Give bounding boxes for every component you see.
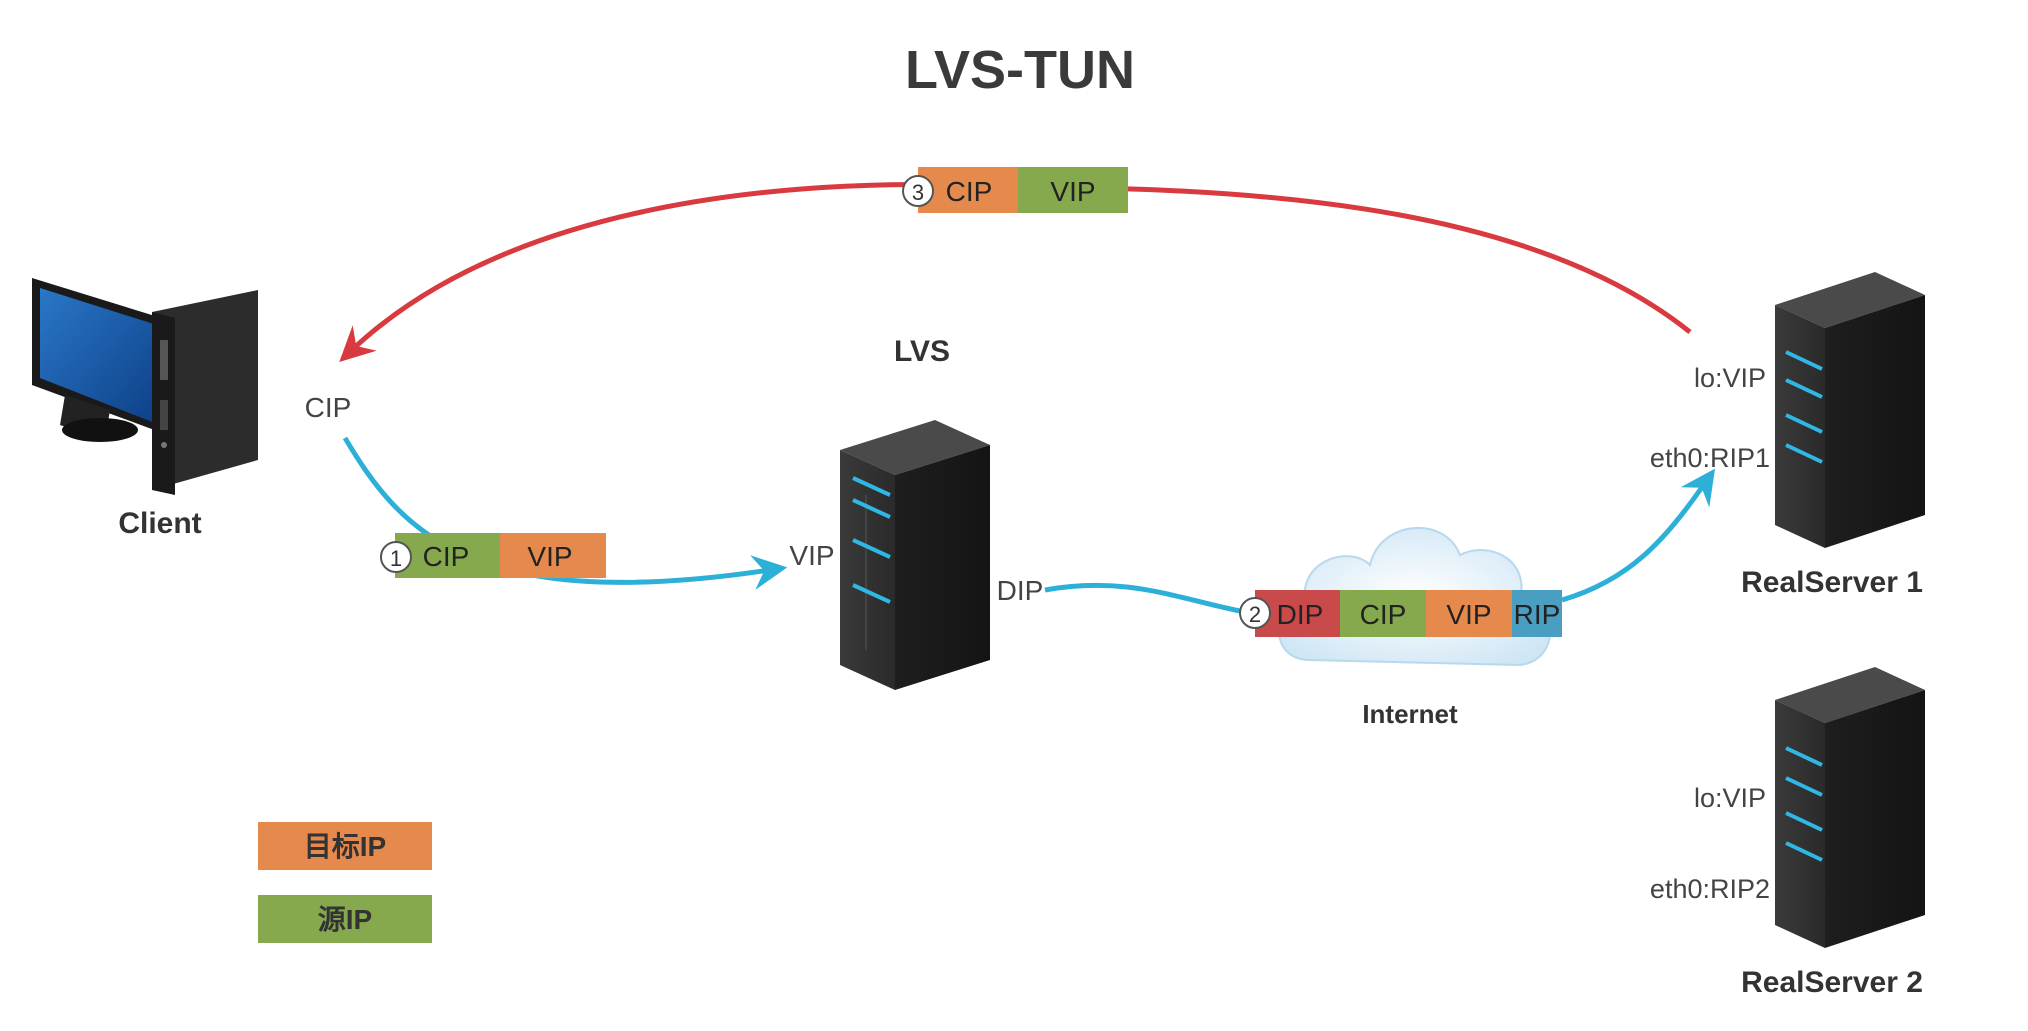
lvs-server-icon <box>840 420 990 690</box>
realserver-1-lo-label: lo:VIP <box>1694 363 1766 393</box>
realserver-1-label: RealServer 1 <box>1741 566 1923 599</box>
packet-2-step: 2 <box>1249 602 1261 627</box>
legend-src-label: 源IP <box>318 904 372 935</box>
legend-dest-swatch <box>258 822 432 870</box>
legend-dest-label: 目标IP <box>304 831 386 862</box>
legend: 目标IP 源IP <box>258 822 432 943</box>
legend-src-swatch <box>258 895 432 943</box>
packet-2-cell-dip: DIP <box>1277 599 1324 630</box>
realserver-1-eth-label: eth0:RIP1 <box>1650 443 1770 473</box>
packet-3: 3 CIP VIP <box>902 167 1128 213</box>
realserver-1-icon <box>1775 272 1925 548</box>
packet-2: 2 DIP CIP VIP RIP <box>1239 590 1562 637</box>
packet-2-cell-vip: VIP <box>1446 599 1491 630</box>
packet-1-cell-dst: VIP <box>527 541 572 572</box>
packet-2-cell-cip: CIP <box>1360 599 1407 630</box>
client-cip-label: CIP <box>305 392 352 423</box>
client-label: Client <box>118 507 201 540</box>
packet-1-step: 1 <box>390 546 402 571</box>
lvs-label: LVS <box>894 335 950 368</box>
realserver-2-lo-label: lo:VIP <box>1694 783 1766 813</box>
realserver-2-label: RealServer 2 <box>1741 966 1923 999</box>
realserver-2-icon <box>1775 667 1925 948</box>
packet-1: 1 CIP VIP <box>380 533 606 578</box>
packet-2-cell-rip: RIP <box>1514 599 1561 630</box>
realserver-2-eth-label: eth0:RIP2 <box>1650 874 1770 904</box>
internet-to-realserver-arrow <box>1561 468 1716 603</box>
lvs-dip-label: DIP <box>997 575 1044 606</box>
packet-3-step: 3 <box>912 180 924 205</box>
internet-label: Internet <box>1362 699 1458 729</box>
packet-3-cell-dst: VIP <box>1050 176 1095 207</box>
client-computer-icon <box>32 278 258 495</box>
diagram-title: LVS-TUN <box>905 40 1135 100</box>
lvs-to-internet-arrow <box>1044 582 1251 616</box>
packet-1-cell-src: CIP <box>423 541 470 572</box>
lvs-vip-label: VIP <box>789 540 834 571</box>
packet-3-cell-src: CIP <box>946 176 993 207</box>
